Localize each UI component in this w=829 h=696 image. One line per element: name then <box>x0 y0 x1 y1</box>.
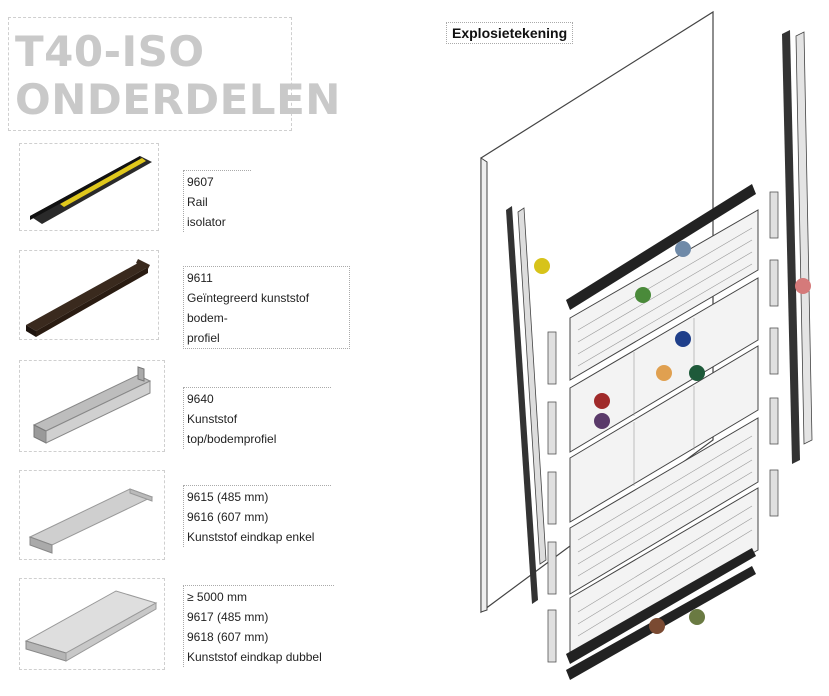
part-image-top-bottom-profile <box>19 360 165 452</box>
title-box: T40-ISO ONDERDELEN <box>8 17 340 131</box>
part-label-9640: 9640 Kunststof top/bodemprofiel <box>183 387 331 449</box>
marker-panel-section <box>594 393 610 409</box>
marker-window-frame <box>675 331 691 347</box>
part-code-a: 9615 (485 mm) <box>187 490 269 504</box>
part-description-cont: profiel <box>187 331 220 345</box>
marker-end-cap <box>795 278 811 294</box>
title-line-2: ONDERDELEN <box>15 75 341 124</box>
part-label-9617-9618: ≥ 5000 mm 9617 (485 mm) 9618 (607 mm) Ku… <box>183 585 334 667</box>
part-label-9615-9616: 9615 (485 mm) 9616 (607 mm) Kunststof ei… <box>183 485 331 547</box>
page-title: T40-ISO ONDERDELEN <box>15 28 341 124</box>
explosion-title: Explosietekening <box>446 22 574 44</box>
marker-window-glass <box>689 365 705 381</box>
title-line-1: T40-ISO <box>15 27 205 76</box>
marker-rail-isolator <box>534 258 550 274</box>
part-description: Kunststof eindkap dubbel <box>187 650 322 664</box>
part-label-9607: 9607 Rail isolator <box>183 170 251 232</box>
part-code-b: 9616 (607 mm) <box>187 510 269 524</box>
part-description: Geïntegreerd kunststof bodem- <box>187 291 310 325</box>
part-image-rail-isolator <box>19 143 159 231</box>
part-description: Kunststof eindkap enkel <box>187 530 315 544</box>
marker-bottom-seal <box>689 609 705 625</box>
part-code: 9640 <box>187 392 214 406</box>
marker-window-insert <box>656 365 672 381</box>
part-label-9611: 9611 Geïntegreerd kunststof bodem- profi… <box>183 266 350 349</box>
part-description: Rail isolator <box>187 195 226 229</box>
marker-top-bottom-profile <box>635 287 651 303</box>
marker-bottom-profile <box>649 618 665 634</box>
part-image-end-cap-single <box>19 470 165 560</box>
part-code: 9611 <box>187 271 213 285</box>
part-image-bottom-profile <box>19 250 159 340</box>
marker-panel-joint <box>594 413 610 429</box>
part-code-b: 9618 (607 mm) <box>187 630 269 644</box>
part-description: Kunststof top/bodemprofiel <box>187 412 277 446</box>
part-code: 9607 <box>187 175 214 189</box>
part-code-a: 9617 (485 mm) <box>187 610 269 624</box>
part-image-end-cap-double <box>19 578 165 670</box>
marker-top-profile <box>675 241 691 257</box>
part-length-note: ≥ 5000 mm <box>187 590 247 604</box>
